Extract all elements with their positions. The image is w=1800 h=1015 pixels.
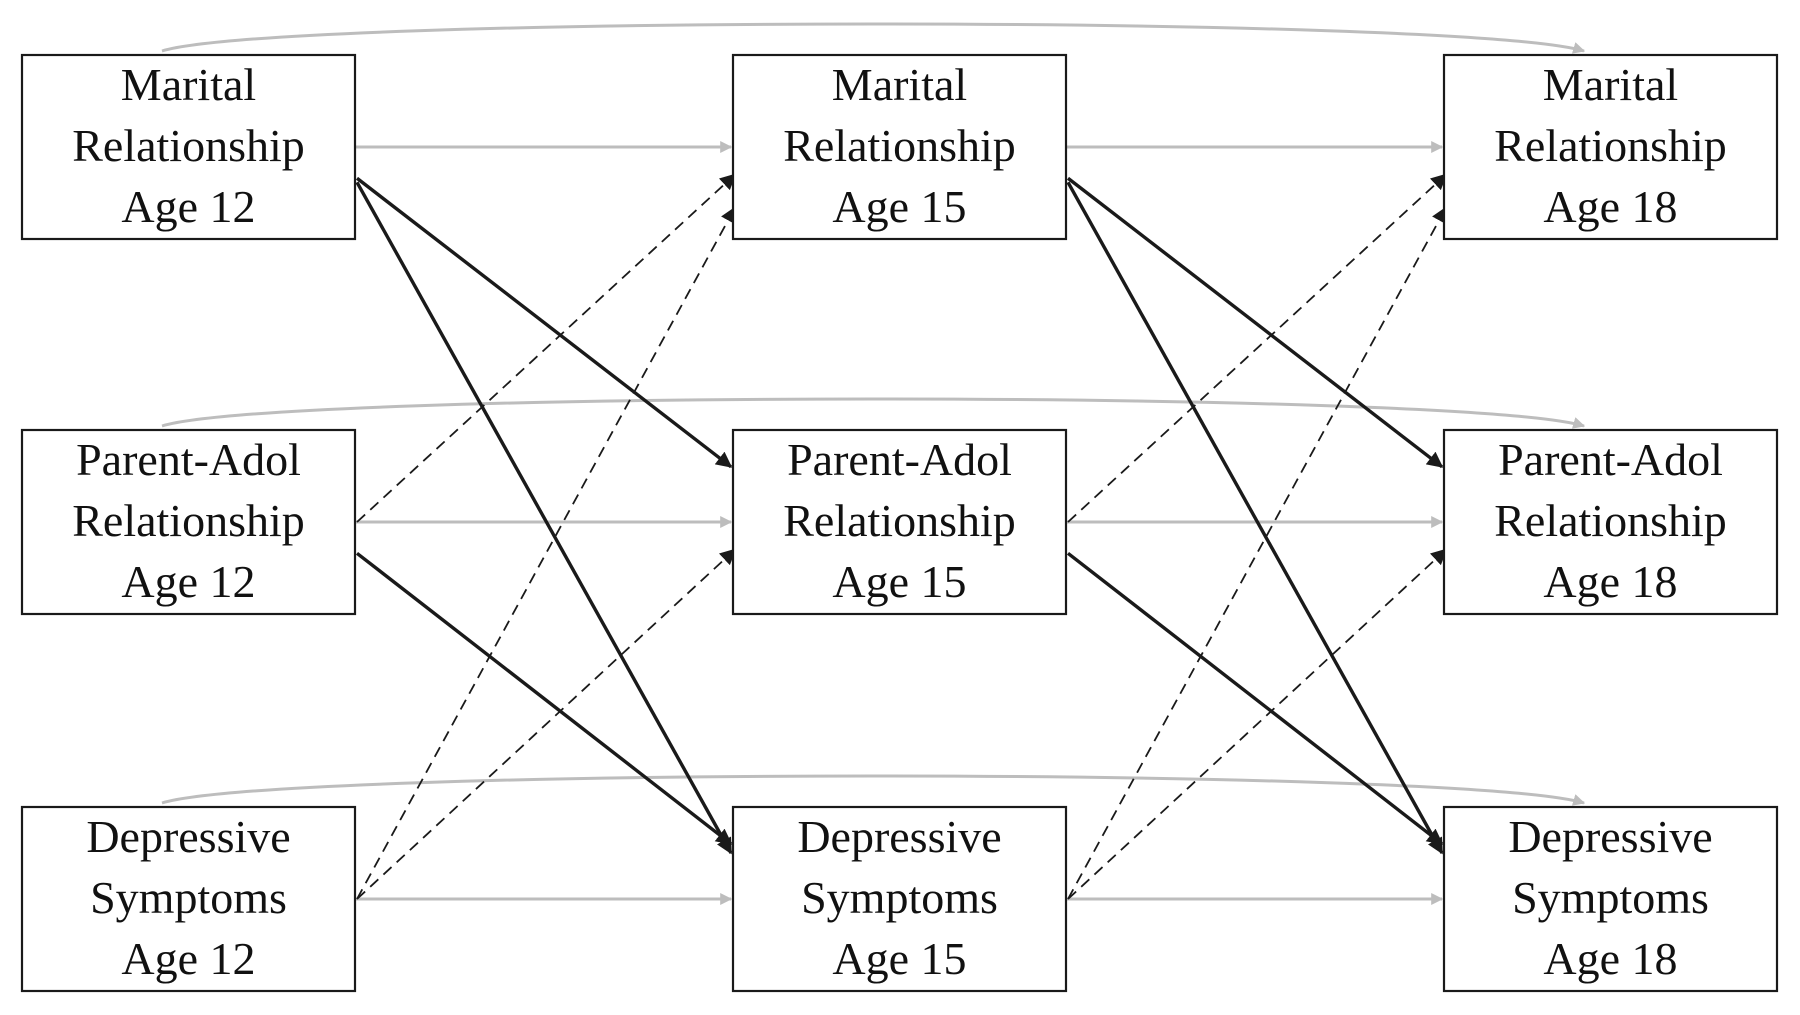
variable-label-line: Marital <box>121 59 256 110</box>
variable-label-line: Age 12 <box>121 181 255 232</box>
variable-label-line: Relationship <box>783 120 1016 171</box>
variable-label-line: Age 15 <box>832 556 966 607</box>
variable-label-line: Age 15 <box>832 933 966 984</box>
variable-label-line: Parent-Adol <box>76 434 301 485</box>
variable-label-line: Marital <box>832 59 967 110</box>
variable-label-line: Relationship <box>783 495 1016 546</box>
path-ds12-to-ds18 <box>161 774 1586 806</box>
variable-label-line: Symptoms <box>801 872 998 923</box>
variable-label-line: Relationship <box>1494 495 1727 546</box>
variable-label-line: Symptoms <box>90 872 287 923</box>
variable-label-line: Depressive <box>86 811 290 862</box>
variable-label-line: Depressive <box>1508 811 1712 862</box>
variable-box-border <box>20 428 357 616</box>
path-ds12-to-pa15 <box>356 548 737 900</box>
path-mr12-to-pa15 <box>355 176 733 469</box>
path-ds12-to-mr15 <box>356 206 736 900</box>
path-pa12-to-mr15 <box>356 173 737 523</box>
variable-label-line: Parent-Adol <box>1498 434 1723 485</box>
variable-label-line: Relationship <box>72 495 305 546</box>
paths-layer <box>161 22 1586 905</box>
path-ds15-to-mr18 <box>1067 206 1447 900</box>
path-mr15-to-pa18 <box>1066 176 1444 469</box>
variable-label-line: Relationship <box>72 120 305 171</box>
variable-label-line: Age 18 <box>1543 556 1677 607</box>
variable-label-line: Age 12 <box>121 933 255 984</box>
path-mr12-to-ds15 <box>355 181 733 855</box>
variable-box-border <box>1442 428 1779 616</box>
variable-box-border <box>731 53 1068 241</box>
path-ds15-to-pa18 <box>1067 548 1448 900</box>
path-pa15-to-ds18 <box>1066 551 1444 846</box>
variable-label-line: Age 18 <box>1543 181 1677 232</box>
variable-label-line: Age 12 <box>121 556 255 607</box>
variable-label-line: Symptoms <box>1512 872 1709 923</box>
path-pa12-to-pa18 <box>161 397 1586 429</box>
variable-label-line: Age 15 <box>832 181 966 232</box>
path-pa12-to-ds15 <box>355 551 733 846</box>
variable-box-border <box>20 805 357 993</box>
variable-box-border <box>731 805 1068 993</box>
variable-label-line: Depressive <box>797 811 1001 862</box>
variable-label-line: Age 18 <box>1543 933 1677 984</box>
path-mr12-to-mr18 <box>161 22 1586 54</box>
variable-label-line: Relationship <box>1494 120 1727 171</box>
variable-box-border <box>1442 805 1779 993</box>
variable-box-border <box>20 53 357 241</box>
path-mr15-to-ds18 <box>1066 181 1444 855</box>
variable-box-border <box>1442 53 1779 241</box>
variable-label-line: Marital <box>1543 59 1678 110</box>
variable-label-line: Parent-Adol <box>787 434 1012 485</box>
variable-box-border <box>731 428 1068 616</box>
path-pa15-to-mr18 <box>1067 173 1448 523</box>
